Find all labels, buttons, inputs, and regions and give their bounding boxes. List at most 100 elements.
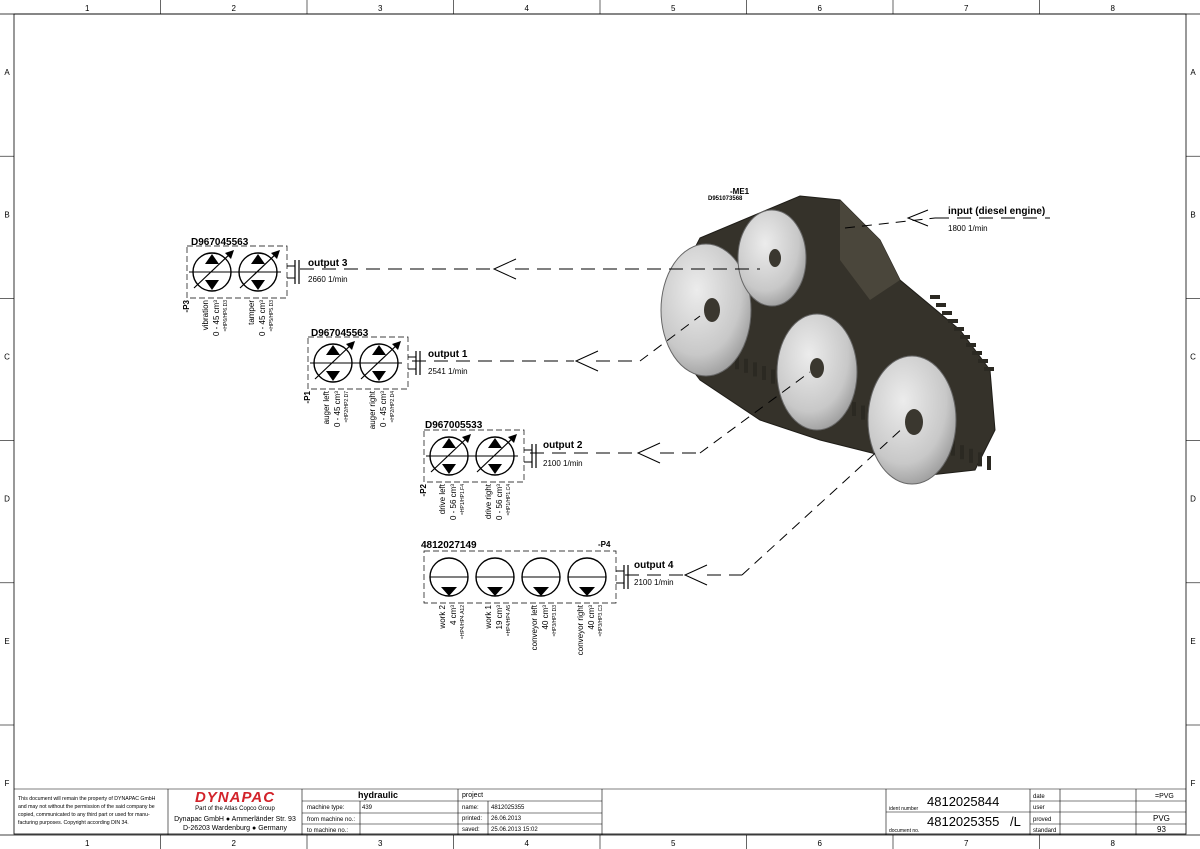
pump-part-number: D967005533 xyxy=(425,420,483,431)
date-label: date xyxy=(1033,794,1045,800)
flow-arrow-down-icon xyxy=(533,587,549,596)
pump-name: auger left xyxy=(322,390,331,424)
pump-reference: =HP2/HP2.D7 xyxy=(344,391,350,423)
printed-value: 26.06.2013 xyxy=(491,816,522,822)
drawing-title: hydraulic xyxy=(358,790,398,800)
grid-row-label: B xyxy=(4,210,9,219)
address-line-2: D-26203 Wardenburg ● Germany xyxy=(183,825,287,832)
saved-label: saved: xyxy=(462,827,480,833)
grid-row-label: C xyxy=(1190,353,1196,362)
proved-value: PVG xyxy=(1153,814,1170,823)
pump-group-tag: -P4 xyxy=(598,540,611,549)
output-1-label: output 1 xyxy=(428,349,468,360)
gear-tooth xyxy=(948,319,958,323)
gearbox-drawing xyxy=(660,195,996,485)
gear-tooth xyxy=(954,327,964,331)
grid-row-label: A xyxy=(4,68,10,77)
grid-row-label: F xyxy=(5,779,10,788)
grid-col-label: 3 xyxy=(378,839,383,848)
notice-line-3: copied, communicated to any third part o… xyxy=(18,812,150,818)
pump-displacement: 0 - 45 cm³ xyxy=(258,300,267,336)
variable-arrow-icon xyxy=(508,434,517,443)
grid-col-label: 2 xyxy=(232,4,237,13)
gear-tooth xyxy=(951,441,955,456)
name-label: name: xyxy=(462,805,479,811)
pump-reference: =HP1/HP1.F4 xyxy=(460,484,466,515)
pump-name: tamper xyxy=(247,300,256,325)
grid-col-label: 3 xyxy=(378,4,383,13)
flow-arrow-up-icon xyxy=(326,345,340,355)
grid-col-label: 8 xyxy=(1111,4,1116,13)
output-1-speed: 2541 1/min xyxy=(428,367,468,376)
input-speed: 1800 1/min xyxy=(948,224,988,233)
grid-row-label: D xyxy=(4,495,10,504)
pump-name: auger right xyxy=(368,390,377,429)
grid-col-label: 7 xyxy=(964,839,969,848)
grid-col-label: 8 xyxy=(1111,839,1116,848)
gear-tooth xyxy=(960,335,970,339)
pump-displacement: 19 cm³ xyxy=(495,605,504,630)
pump-displacement: 0 - 45 cm³ xyxy=(379,391,388,427)
flow-arrow-down-icon xyxy=(326,371,340,381)
grid-col-label: 7 xyxy=(964,4,969,13)
pump-displacement: 40 cm³ xyxy=(541,605,550,630)
grid-col-label: 6 xyxy=(818,4,823,13)
flow-arrow-down-icon xyxy=(205,280,219,290)
pump-part-number: 4812027149 xyxy=(421,540,477,551)
flow-arrow-up-icon xyxy=(442,438,456,448)
sheet-frame xyxy=(0,13,1200,836)
name-value: 4812025355 xyxy=(491,805,525,811)
pump-name: drive left xyxy=(438,483,447,514)
notice-line-2: and may not without the permission of th… xyxy=(18,804,155,810)
variable-arrow-icon xyxy=(271,250,280,259)
flow-arrow-down-icon xyxy=(487,587,503,596)
gear-tooth xyxy=(978,452,982,467)
variable-arrow-icon xyxy=(346,341,355,350)
address-line-1: Dynapac GmbH ● Ammerländer Str. 93 xyxy=(174,816,296,823)
pump-name: conveyor right xyxy=(576,604,585,655)
ident-label: ident number xyxy=(889,806,919,812)
input-label: input (diesel engine) xyxy=(948,206,1045,217)
from-machine-label: from machine no.: xyxy=(307,817,355,823)
grid-col-label: 1 xyxy=(85,839,90,848)
gear-tooth xyxy=(936,303,946,307)
output-3-speed: 2660 1/min xyxy=(308,275,348,284)
gear-tooth xyxy=(942,311,952,315)
pump-group-tag: -P2 xyxy=(419,483,428,496)
pump-group-tag: -P1 xyxy=(303,390,312,403)
pump-reference: =HP5/HP5.D3 xyxy=(269,300,275,332)
flow-arrow-down-icon xyxy=(372,371,386,381)
gear-tooth xyxy=(735,355,739,370)
proved-label: proved xyxy=(1033,817,1051,823)
pump-reference: =HP4/HP4.A5 xyxy=(506,605,512,636)
flow-arrow-down-icon xyxy=(251,280,265,290)
gear-tooth xyxy=(771,369,775,384)
output-4-speed: 2100 1/min xyxy=(634,578,674,587)
saved-value: 25.06.2013 15:02 xyxy=(491,827,538,833)
pump-reference: =HP3/HP3.D3 xyxy=(552,605,558,637)
flow-arrow-up-icon xyxy=(372,345,386,355)
pump-name: work 2 xyxy=(438,604,447,629)
gear-tooth xyxy=(972,351,982,355)
machine-type: 439 xyxy=(362,805,373,811)
grid-row-label: B xyxy=(1190,210,1195,219)
doc-label: document no. xyxy=(889,828,919,834)
gear-tooth xyxy=(978,359,988,363)
variable-arrow-icon xyxy=(462,434,471,443)
notice-line-1: This document will remain the property o… xyxy=(18,796,156,802)
to-machine-label: to machine no.: xyxy=(307,828,348,834)
pump-name: work 1 xyxy=(484,604,493,629)
pump-displacement: 0 - 56 cm³ xyxy=(449,484,458,520)
user-label: user xyxy=(1033,805,1045,811)
output-3-label: output 3 xyxy=(308,258,348,269)
pump-reference: =HP2/HP2.D4 xyxy=(390,391,396,423)
gear-tooth xyxy=(852,402,856,416)
grid-col-label: 5 xyxy=(671,839,676,848)
copyright-notice: This document will remain the property o… xyxy=(18,795,166,827)
pump-name: conveyor left xyxy=(530,604,539,650)
pump-group-frame xyxy=(307,336,409,390)
grid-col-label: 6 xyxy=(818,839,823,848)
grid-row-label: F xyxy=(1191,779,1196,788)
pump-reference: =HP4/HP4.A12 xyxy=(460,605,466,639)
